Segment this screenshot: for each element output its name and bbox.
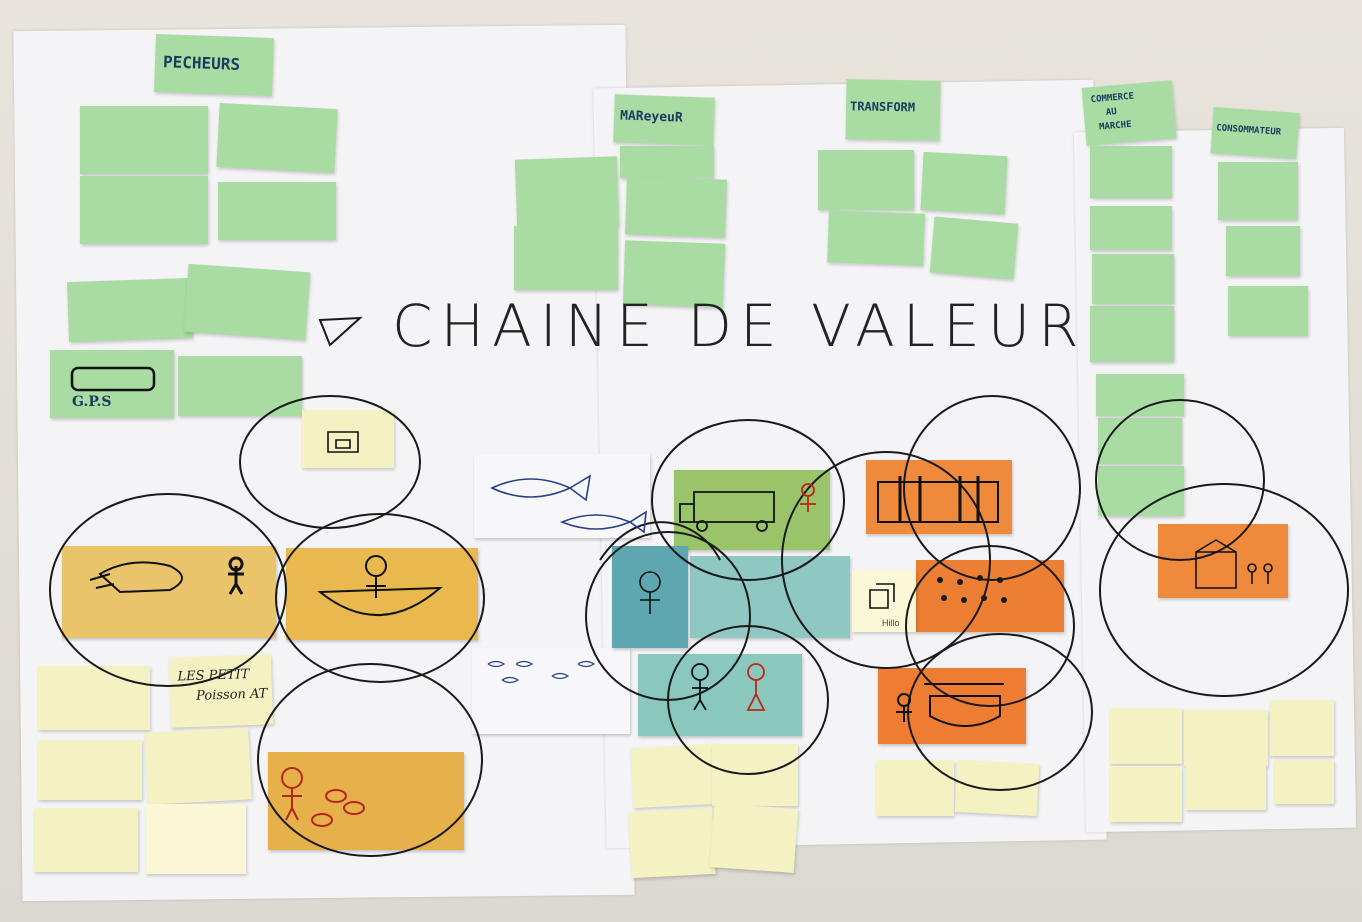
note-mareyeurs-4 xyxy=(514,226,618,290)
circle-link xyxy=(599,521,721,561)
box-icon xyxy=(327,431,359,453)
boat-icon xyxy=(317,586,443,617)
note-pecheurs-3 xyxy=(80,176,208,244)
note-yellow-9 xyxy=(712,744,798,806)
card-teal-couple xyxy=(638,654,802,736)
arrow-icon xyxy=(318,316,363,347)
note-yellow-16 xyxy=(1270,700,1334,756)
note-commerce-4 xyxy=(1090,306,1174,362)
card-white-fish xyxy=(474,454,650,538)
note-mareyeurs-2 xyxy=(620,146,714,178)
note-pecheurs-4 xyxy=(218,182,336,240)
small-fish-icons xyxy=(487,660,596,684)
card-teal-person xyxy=(690,556,850,638)
card-yellow-boat xyxy=(286,548,478,640)
note-commerce-3 xyxy=(1092,254,1174,304)
paper-tag: Hillo xyxy=(882,618,900,628)
note-yellow-17 xyxy=(1110,766,1182,822)
note-yellow-12 xyxy=(876,760,954,816)
person-head xyxy=(365,555,387,577)
gps-device-icon xyxy=(70,366,156,392)
note-transform-1 xyxy=(818,150,914,210)
card-yellow-woman xyxy=(268,752,464,850)
chain-title: CHAINE DE VALEUR xyxy=(392,292,1087,360)
box-icon-2 xyxy=(869,583,895,609)
circle-5 xyxy=(651,419,845,581)
circle-13 xyxy=(1095,399,1265,561)
woman-icon xyxy=(281,767,303,789)
note-conso-2 xyxy=(1226,226,1300,276)
person-ice-icon xyxy=(639,571,661,593)
note-yellow-14 xyxy=(1110,708,1182,764)
note-commerce-6 xyxy=(1098,418,1182,464)
note-commerce-7 xyxy=(1098,466,1184,516)
stove-icon xyxy=(924,683,1004,727)
card-white-smallfish xyxy=(472,648,630,734)
fish-icon-2 xyxy=(559,510,647,534)
crab-icon xyxy=(98,561,183,594)
shop-icon xyxy=(1195,539,1237,589)
circle-4 xyxy=(257,663,483,857)
truck-icon xyxy=(679,491,775,523)
circle-10 xyxy=(905,545,1075,707)
card-orange-shop xyxy=(1158,524,1288,598)
note-conso-1 xyxy=(1218,162,1298,220)
gps-label: G.P.S xyxy=(72,394,112,410)
note-pecheurs-1 xyxy=(80,106,208,174)
note-yellow-box xyxy=(302,410,394,468)
note-yellow-15 xyxy=(1184,710,1268,766)
oven-icon xyxy=(877,481,999,523)
note-yellow-18 xyxy=(1186,766,1266,810)
note-conso-3 xyxy=(1228,286,1308,336)
note-commerce-1 xyxy=(1090,146,1172,198)
circle-12 xyxy=(1099,483,1349,697)
note-yellow-6 xyxy=(34,808,138,872)
note-yellow-19 xyxy=(1274,760,1334,804)
circle-2 xyxy=(49,493,287,687)
circle-8 xyxy=(781,451,991,669)
fish-icon-1 xyxy=(490,474,592,502)
circle-9 xyxy=(903,395,1081,581)
person-icon-1 xyxy=(228,556,244,595)
circle-1 xyxy=(239,395,421,529)
note-yellow-ship xyxy=(38,666,150,730)
note-yellow-4 xyxy=(38,740,142,800)
circle-6 xyxy=(585,531,751,701)
couple-icon xyxy=(691,663,709,681)
note-yellow-7 xyxy=(146,804,246,874)
note-commerce-2 xyxy=(1090,206,1172,250)
circle-7 xyxy=(667,625,829,775)
circle-3 xyxy=(275,513,485,683)
